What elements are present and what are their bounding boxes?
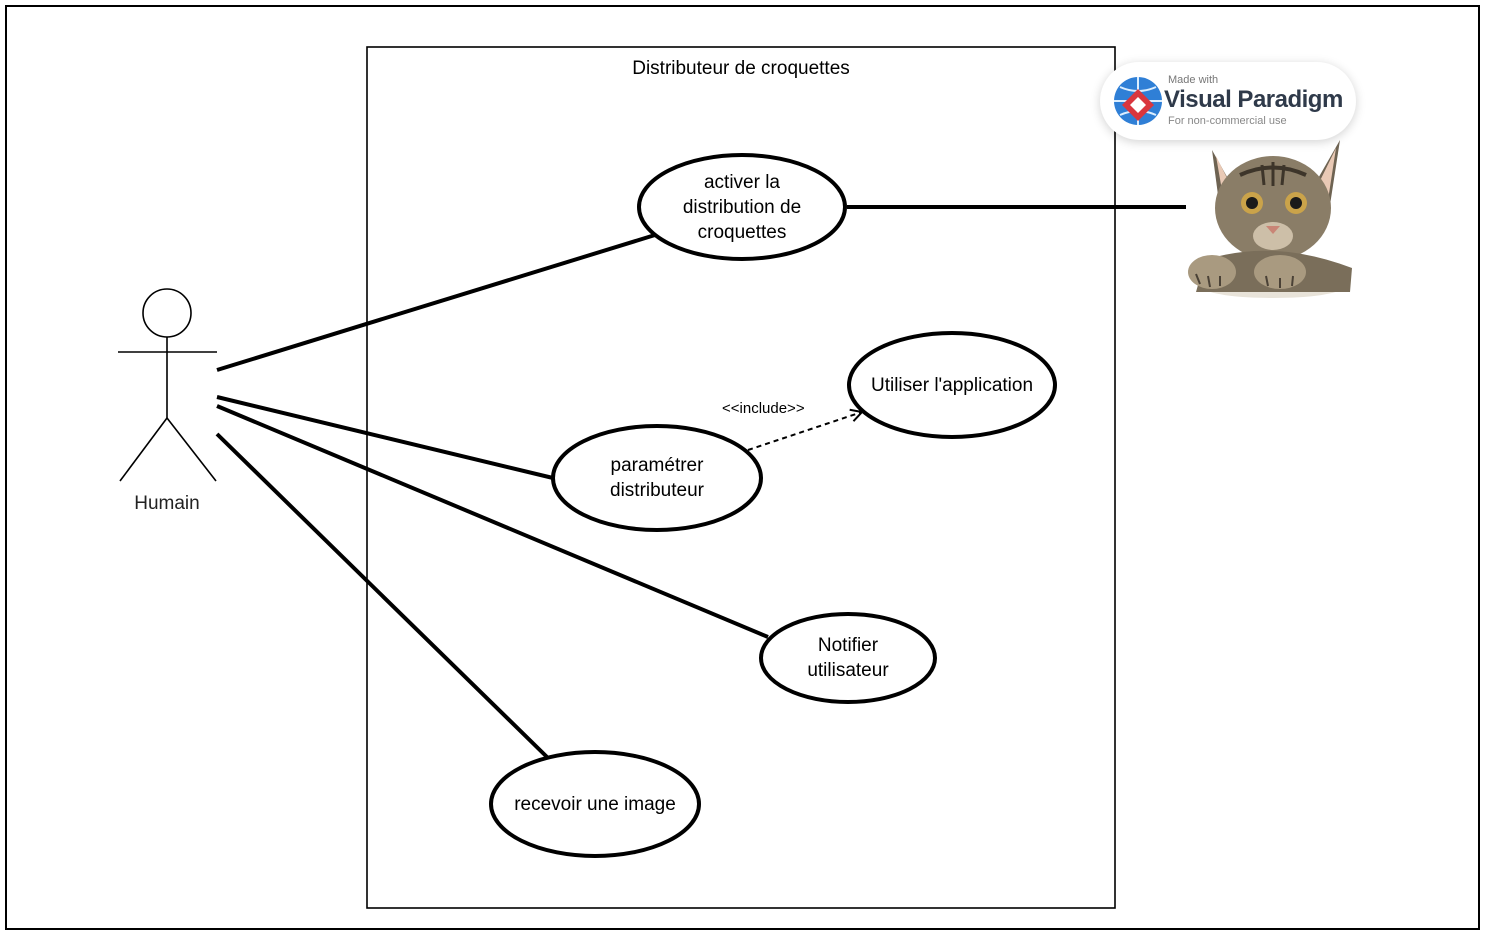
association-humain-parametrer [216, 395, 554, 480]
watermark-note: For non-commercial use [1168, 115, 1287, 127]
association-humain-recevoir [215, 432, 549, 759]
watermark-brand: Visual Paradigm [1164, 86, 1343, 113]
use-case-notifier-label: Notifier utilisateur [807, 635, 889, 681]
use-case-utiliser-ellipse[interactable] [847, 331, 1057, 439]
use-case-parametrer-label: paramétrer distributeur [610, 455, 704, 501]
actor-left-leg [119, 417, 168, 482]
actor-label: Humain [134, 493, 200, 514]
association-humain-notifier [216, 404, 769, 639]
include-label: <<include>> [722, 400, 805, 417]
actor-right-leg [166, 417, 217, 482]
watermark-made-with: Made with [1168, 74, 1219, 86]
cat-icon[interactable] [1188, 140, 1352, 298]
actor-figure[interactable] [118, 288, 217, 482]
system-title: Distributeur de croquettes [632, 58, 850, 79]
system-boundary [366, 46, 1116, 909]
association-humain-activer [216, 233, 656, 372]
include-arrow [747, 412, 862, 451]
actor-head [142, 288, 192, 338]
use-case-activer-ellipse[interactable] [637, 153, 847, 261]
use-case-notifier-ellipse[interactable] [759, 612, 937, 704]
use-case-recevoir-label: recevoir une image [514, 793, 676, 815]
globe-logo-icon [1114, 77, 1162, 125]
use-case-activer-label: activer la distribution de croquettes [682, 171, 802, 243]
visual-paradigm-watermark: Made with Visual Paradigm For non-commer… [1100, 62, 1356, 140]
use-case-utiliser-label: Utiliser l'application [870, 374, 1034, 396]
use-case-parametrer-ellipse[interactable] [551, 424, 763, 532]
use-case-recevoir-ellipse[interactable] [489, 750, 701, 858]
